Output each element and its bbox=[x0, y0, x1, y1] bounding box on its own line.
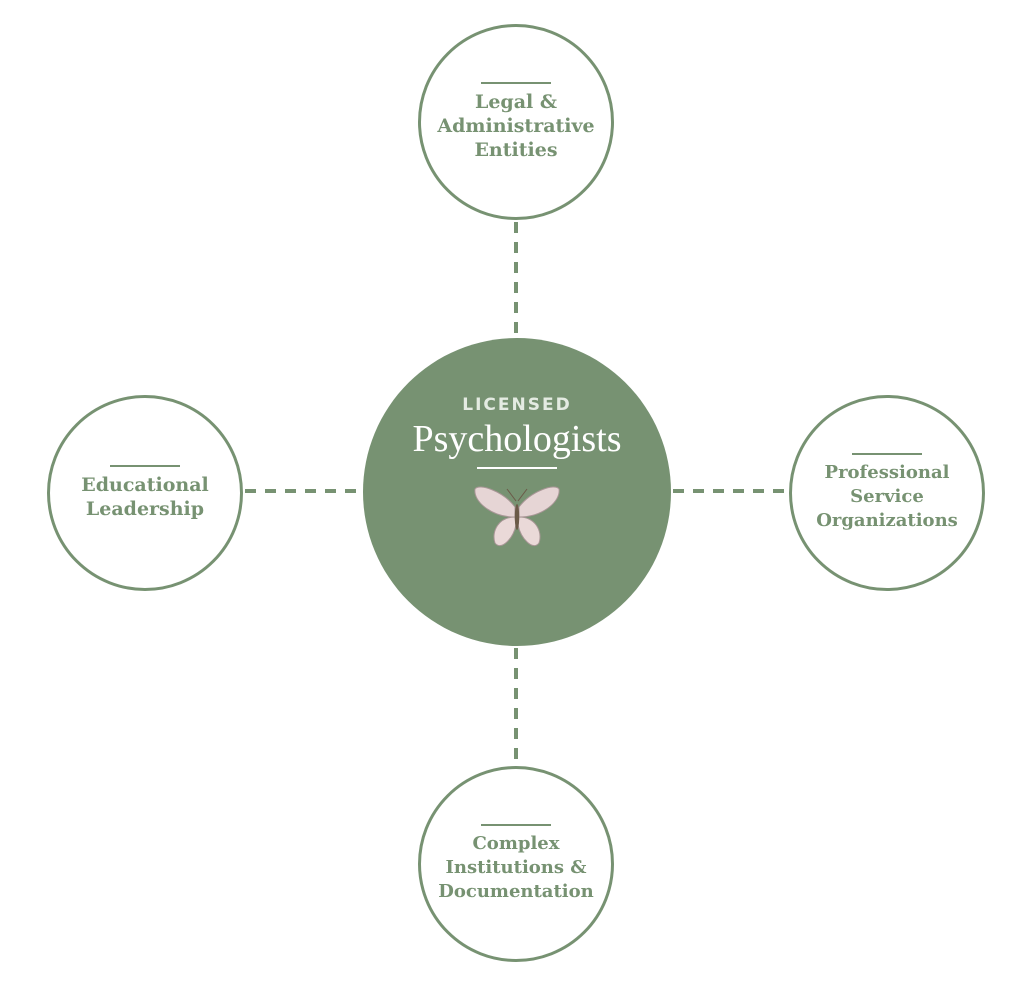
node-legal-administrative: Legal & Administrative Entities bbox=[418, 24, 614, 220]
center-rule bbox=[477, 467, 557, 469]
node-label: Legal & Administrative Entities bbox=[437, 91, 595, 161]
node-rule bbox=[110, 465, 180, 467]
node-label: Educational Leadership bbox=[81, 474, 209, 520]
center-eyebrow: LICENSED bbox=[462, 395, 572, 415]
node-rule bbox=[481, 824, 551, 826]
node-professional-service: Professional Service Organizations bbox=[789, 395, 985, 591]
center-title: Psychologists bbox=[412, 418, 622, 460]
node-complex-institutions: Complex Institutions & Documentation bbox=[418, 766, 614, 962]
butterfly-icon bbox=[474, 486, 560, 547]
node-label: Complex Institutions & Documentation bbox=[438, 833, 594, 902]
node-rule bbox=[852, 453, 922, 455]
node-rule bbox=[481, 82, 551, 84]
node-label: Professional Service Organizations bbox=[816, 462, 958, 531]
node-educational-leadership: Educational Leadership bbox=[47, 395, 243, 591]
center-hub: LICENSED Psychologists bbox=[363, 338, 671, 646]
